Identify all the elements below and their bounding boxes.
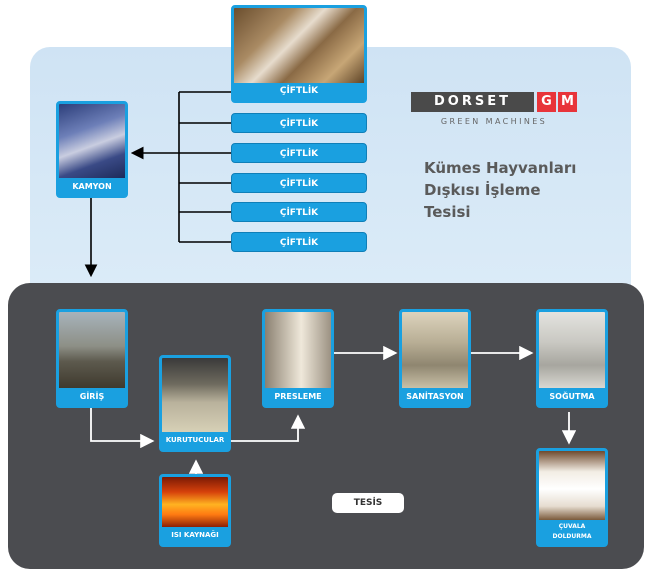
dryers-card: KURUTUCULAR: [159, 355, 231, 452]
farm-button-3[interactable]: ÇİFTLİK: [231, 143, 367, 163]
logo-word: DORSET: [434, 94, 511, 109]
intake-label: GİRİŞ: [79, 392, 105, 401]
intake-card: GİRİŞ: [56, 309, 128, 408]
logo-m-box: M: [558, 92, 577, 112]
farm-button-2[interactable]: ÇİFTLİK: [231, 113, 367, 133]
farm-button-5[interactable]: ÇİFTLİK: [231, 202, 367, 222]
logo-tagline: GREEN MACHINES: [440, 117, 548, 126]
dryers-photo: [162, 358, 228, 432]
heat-source-photo: [162, 477, 228, 527]
truck-photo: [59, 104, 125, 178]
truck-label: KAMYON: [72, 182, 112, 191]
cooling-label: SOĞUTMA: [549, 392, 595, 401]
farm-photo-card: ÇİFTLİK: [231, 5, 367, 103]
title-line-2: Dışkısı İşleme: [424, 181, 541, 199]
cooling-photo: [539, 312, 605, 388]
pressing-card: PRESLEME: [262, 309, 334, 408]
bagging-label-line2: DOLDURMA: [552, 533, 592, 540]
bagging-label-line1: ÇUVALA: [558, 523, 586, 530]
heat-source-label: ISI KAYNAĞI: [171, 531, 219, 539]
sanitation-label: SANİTASYON: [406, 392, 464, 401]
title-line-1: Kümes Hayvanları: [424, 159, 577, 177]
dryers-label: KURUTUCULAR: [165, 436, 225, 444]
sanitation-card: SANİTASYON: [399, 309, 471, 408]
truck-card: KAMYON: [56, 101, 128, 198]
cooling-card: SOĞUTMA: [536, 309, 608, 408]
farm-photo: [234, 8, 364, 83]
pressing-photo: [265, 312, 331, 388]
logo-g-box: G: [537, 92, 556, 112]
pressing-label: PRESLEME: [274, 392, 322, 401]
farm-button-4[interactable]: ÇİFTLİK: [231, 173, 367, 193]
farm-label: ÇİFTLİK: [279, 86, 319, 96]
dorset-logo: DORSET G M GREEN MACHINES: [411, 90, 577, 130]
heat-source-card: ISI KAYNAĞI: [159, 474, 231, 547]
title-line-3: Tesisi: [424, 203, 471, 221]
bagging-label: ÇUVALA DOLDURMA: [539, 520, 605, 544]
logo-g: G: [541, 94, 552, 109]
farm-button-6[interactable]: ÇİFTLİK: [231, 232, 367, 252]
facility-badge: TESİS: [332, 493, 404, 513]
logo-m: M: [561, 94, 574, 109]
sanitation-photo: [402, 312, 468, 388]
bagging-card: ÇUVALA DOLDURMA: [536, 448, 608, 547]
intake-photo: [59, 312, 125, 388]
bagging-photo: [539, 451, 605, 520]
logo-word-box: DORSET: [411, 92, 534, 112]
